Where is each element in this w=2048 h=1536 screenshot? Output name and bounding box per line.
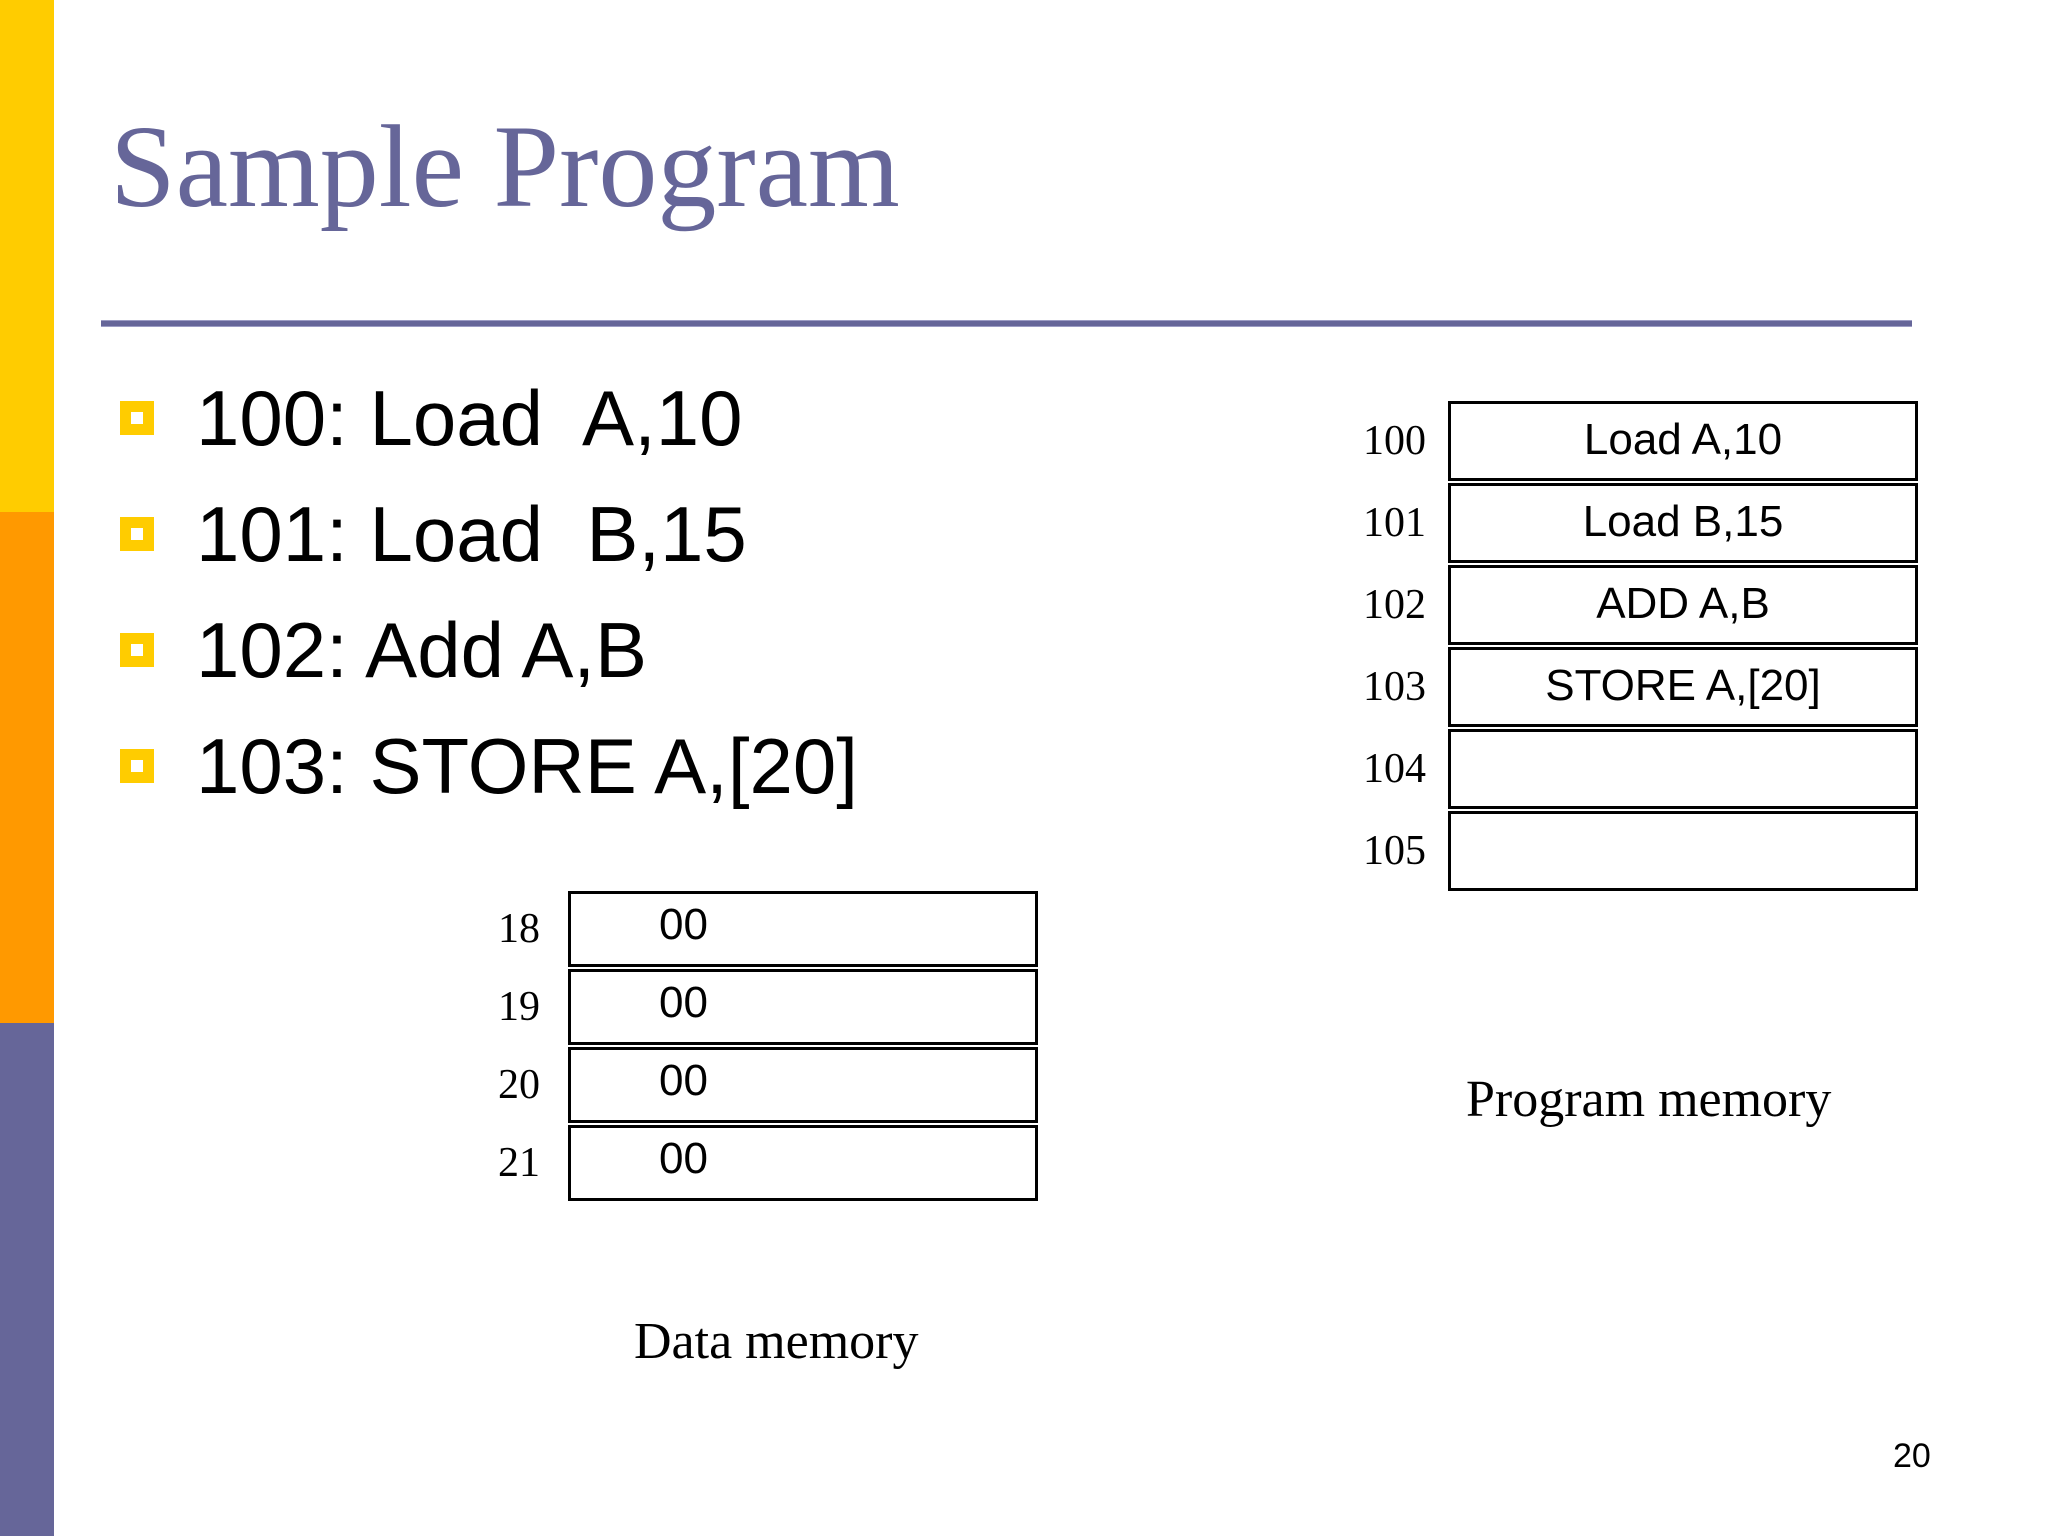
table-row: 105 — [1330, 810, 1970, 892]
memory-address-label: 100 — [1363, 418, 1426, 464]
memory-cell — [1448, 729, 1918, 809]
program-memory-caption: Program memory — [1466, 1071, 1832, 1128]
memory-address-label: 18 — [498, 906, 540, 952]
table-row: 100 Load A,10 — [1330, 400, 1970, 482]
memory-cell: 00 — [568, 1047, 1038, 1123]
data-memory-caption: Data memory — [634, 1313, 919, 1370]
band-orange — [0, 512, 54, 1023]
list-item: 101: Load B,15 — [120, 476, 1170, 592]
memory-address-label: 104 — [1363, 746, 1426, 792]
instruction-bullet-list: 100: Load A,10 101: Load B,15 102: Add A… — [120, 360, 1170, 824]
program-memory-table: 100 Load A,10 101 Load B,15 102 ADD A,B … — [1330, 400, 1970, 892]
data-memory-table: 18 00 19 00 20 00 21 00 — [420, 890, 1120, 1202]
page-number: 20 — [1893, 1437, 1931, 1475]
memory-cell: Load B,15 — [1448, 483, 1918, 563]
table-row: 101 Load B,15 — [1330, 482, 1970, 564]
list-item-label: 100: Load A,10 — [196, 374, 743, 462]
list-item: 100: Load A,10 — [120, 360, 1170, 476]
memory-address-label: 19 — [498, 984, 540, 1030]
memory-address-label: 21 — [498, 1140, 540, 1186]
memory-address-label: 105 — [1363, 828, 1426, 874]
memory-address-label: 103 — [1363, 664, 1426, 710]
title-divider — [101, 320, 1912, 327]
table-row: 104 — [1330, 728, 1970, 810]
memory-cell: ADD A,B — [1448, 565, 1918, 645]
table-row: 19 00 — [420, 968, 1120, 1046]
table-row: 102 ADD A,B — [1330, 564, 1970, 646]
memory-address-label: 20 — [498, 1062, 540, 1108]
memory-cell: 00 — [568, 969, 1038, 1045]
square-bullet-icon — [120, 517, 154, 551]
list-item: 103: STORE A,[20] — [120, 708, 1170, 824]
memory-cell: 00 — [568, 891, 1038, 967]
memory-address-label: 102 — [1363, 582, 1426, 628]
square-bullet-icon — [120, 401, 154, 435]
list-item-label: 101: Load B,15 — [196, 490, 747, 578]
table-row: 18 00 — [420, 890, 1120, 968]
page-title: Sample Program — [110, 101, 900, 232]
memory-cell: Load A,10 — [1448, 401, 1918, 481]
table-row: 20 00 — [420, 1046, 1120, 1124]
memory-cell: 00 — [568, 1125, 1038, 1201]
band-yellow — [0, 0, 54, 512]
memory-cell: STORE A,[20] — [1448, 647, 1918, 727]
table-row: 103 STORE A,[20] — [1330, 646, 1970, 728]
list-item-label: 102: Add A,B — [196, 606, 648, 694]
square-bullet-icon — [120, 749, 154, 783]
table-row: 21 00 — [420, 1124, 1120, 1202]
square-bullet-icon — [120, 633, 154, 667]
list-item-label: 103: STORE A,[20] — [196, 722, 858, 810]
band-purple — [0, 1023, 54, 1536]
memory-address-label: 101 — [1363, 500, 1426, 546]
list-item: 102: Add A,B — [120, 592, 1170, 708]
memory-cell — [1448, 811, 1918, 891]
sidebar-color-bands — [0, 0, 54, 1536]
